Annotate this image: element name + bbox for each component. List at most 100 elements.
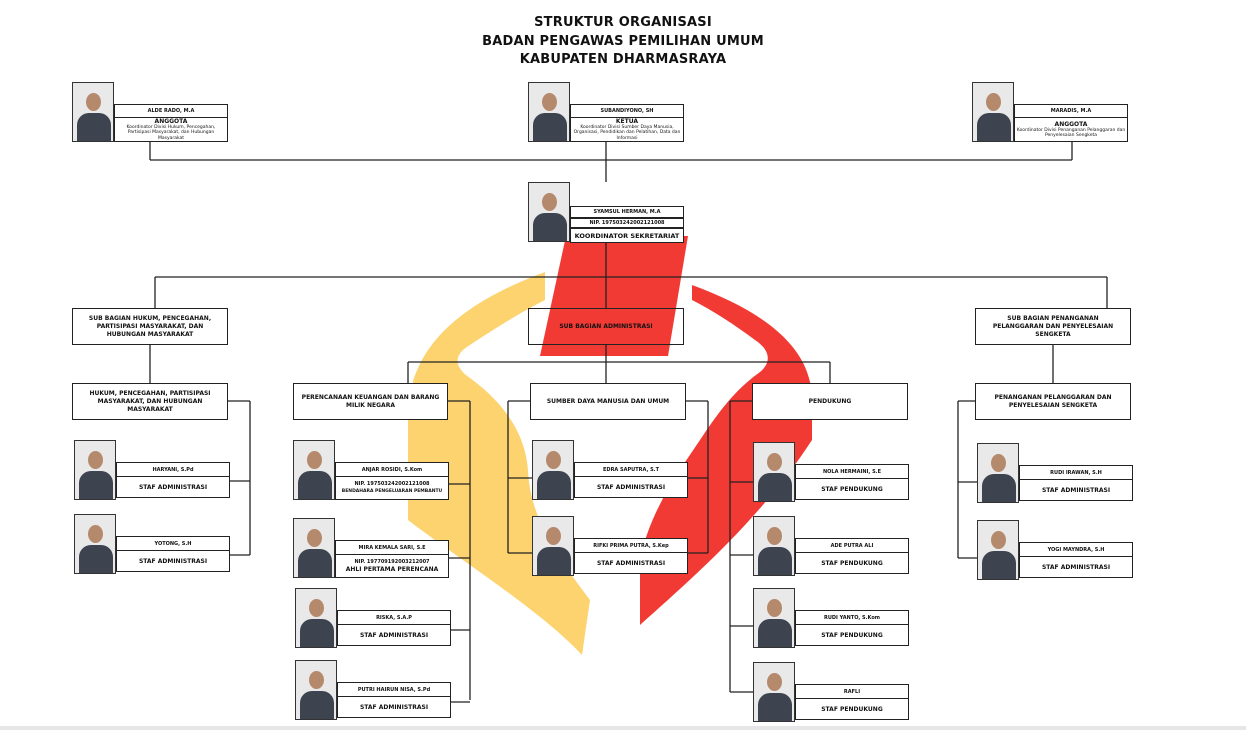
- leader-name: SUBANDIYONO, SH: [570, 104, 684, 118]
- person-photo: [295, 588, 337, 648]
- photo-body: [537, 547, 571, 575]
- leader-division: Koordinator Divisi Penanganan Pelanggara…: [1016, 127, 1126, 139]
- person-photo: [532, 440, 574, 500]
- staff-name: MIRA KEMALA SARI, S.E: [335, 540, 449, 555]
- leader-division: Koordinator Divisi Hukum, Pencegahan, Pa…: [126, 124, 216, 141]
- secretariat-role: KOORDINATOR SEKRETARIAT: [570, 228, 684, 243]
- unit-hukum-box: HUKUM, PENCEGAHAN, PARTISIPASI MASYARAKA…: [72, 383, 228, 420]
- staff-role: STAF PENDUKUNG: [795, 624, 909, 646]
- leader-position: ANGGOTA: [154, 117, 188, 125]
- staff-role: STAF ADMINISTRASI: [116, 476, 230, 498]
- photo-body: [533, 113, 567, 141]
- staff-role: STAF ADMINISTRASI: [1019, 479, 1133, 501]
- staff-name: NOLA HERMAINI, S.E: [795, 464, 909, 479]
- photo-head: [767, 453, 782, 471]
- photo-body: [533, 213, 567, 241]
- staff-role: STAF ADMINISTRASI: [1019, 556, 1133, 578]
- photo-body: [79, 471, 113, 499]
- staff-name: EDRA SAPUTRA, S.T: [574, 462, 688, 477]
- unit-perencanaan-box: PERENCANAAN KEUANGAN DAN BARANG MILIK NE…: [293, 383, 448, 420]
- leader-division: Koordinator Divisi Sumber Daya Manusia, …: [573, 124, 681, 141]
- photo-head: [88, 525, 103, 543]
- leader-position: ANGGOTA: [1054, 120, 1088, 128]
- staff-position: AHLI PERTAMA PERENCANA: [345, 566, 439, 573]
- leader-position: KETUA: [615, 117, 639, 125]
- person-photo: [753, 516, 795, 576]
- staff-name: RUDI IRAWAN, S.H: [1019, 465, 1133, 480]
- person-photo: [528, 182, 570, 242]
- staff-nip: NIP. 197503242002121008: [354, 481, 430, 487]
- bottom-edge: [0, 726, 1246, 730]
- subbagian-administrasi-box: SUB BAGIAN ADMINISTRASI: [528, 308, 684, 345]
- photo-head: [991, 454, 1006, 472]
- person-photo: [528, 82, 570, 142]
- person-photo: [753, 442, 795, 502]
- photo-head: [307, 451, 322, 469]
- subbagian-penanganan-box: SUB BAGIAN PENANGANAN PELANGGARAN DAN PE…: [975, 308, 1131, 345]
- staff-name: RAFLI: [795, 684, 909, 699]
- photo-body: [982, 551, 1016, 579]
- staff-name: YOTONG, S.H: [116, 536, 230, 551]
- unit-pendukung-box: PENDUKUNG: [752, 383, 908, 420]
- logo-red-bar: [540, 236, 688, 356]
- staff-role: STAF ADMINISTRASI: [337, 624, 451, 646]
- person-photo: [753, 662, 795, 722]
- photo-head: [986, 93, 1001, 111]
- staff-role: STAF ADMINISTRASI: [574, 476, 688, 498]
- unit-penanganan-box: PENANGANAN PELANGGARAN DAN PENYELESAIAN …: [975, 383, 1131, 420]
- photo-body: [79, 545, 113, 573]
- photo-head: [991, 531, 1006, 549]
- person-photo: [295, 660, 337, 720]
- photo-head: [86, 93, 101, 111]
- chart-title-line-1: STRUKTUR ORGANISASI: [534, 15, 712, 30]
- photo-head: [309, 671, 324, 689]
- photo-head: [542, 93, 557, 111]
- photo-head: [309, 599, 324, 617]
- photo-head: [88, 451, 103, 469]
- staff-role: STAF ADMINISTRASI: [574, 552, 688, 574]
- photo-head: [546, 451, 561, 469]
- subbagian-hukum-box: SUB BAGIAN HUKUM, PENCEGAHAN, PARTISIPAS…: [72, 308, 228, 345]
- staff-name: RISKA, S.A.P: [337, 610, 451, 625]
- staff-role: STAF PENDUKUNG: [795, 478, 909, 500]
- photo-head: [767, 599, 782, 617]
- photo-body: [758, 693, 792, 721]
- person-photo: [293, 518, 335, 578]
- photo-head: [767, 527, 782, 545]
- unit-sdm-box: SUMBER DAYA MANUSIA DAN UMUM: [530, 383, 686, 420]
- person-photo: [74, 440, 116, 500]
- person-photo: [532, 516, 574, 576]
- leader-name: MARADIS, M.A: [1014, 104, 1128, 118]
- person-photo: [977, 520, 1019, 580]
- person-photo: [972, 82, 1014, 142]
- staff-role: STAF PENDUKUNG: [795, 552, 909, 574]
- person-photo: [74, 514, 116, 574]
- staff-name: PUTRI HAIRUN NISA, S.Pd: [337, 682, 451, 697]
- photo-head: [307, 529, 322, 547]
- chart-title-line-2: BADAN PENGAWAS PEMILIHAN UMUM: [482, 34, 764, 49]
- chart-title-line-3: KABUPATEN DHARMASRAYA: [519, 52, 727, 67]
- staff-name: YOGI MAYNDRA, S.H: [1019, 542, 1133, 557]
- staff-role: STAF ADMINISTRASI: [116, 550, 230, 572]
- secretariat-name: SYAMSUL HERMAN, M.A: [570, 206, 684, 218]
- photo-body: [977, 113, 1011, 141]
- person-photo: [72, 82, 114, 142]
- staff-position: BENDAHARA PENGELUARAN PEMBANTU: [341, 489, 443, 494]
- photo-body: [298, 549, 332, 577]
- person-photo: [977, 443, 1019, 503]
- leader-name: ALDE RADO, M.A: [114, 104, 228, 118]
- staff-name: ADE PUTRA ALI: [795, 538, 909, 553]
- photo-body: [298, 471, 332, 499]
- staff-role: STAF PENDUKUNG: [795, 698, 909, 720]
- photo-body: [982, 474, 1016, 502]
- photo-body: [537, 471, 571, 499]
- photo-body: [300, 691, 334, 719]
- photo-head: [542, 193, 557, 211]
- staff-name: HARYANI, S.Pd: [116, 462, 230, 477]
